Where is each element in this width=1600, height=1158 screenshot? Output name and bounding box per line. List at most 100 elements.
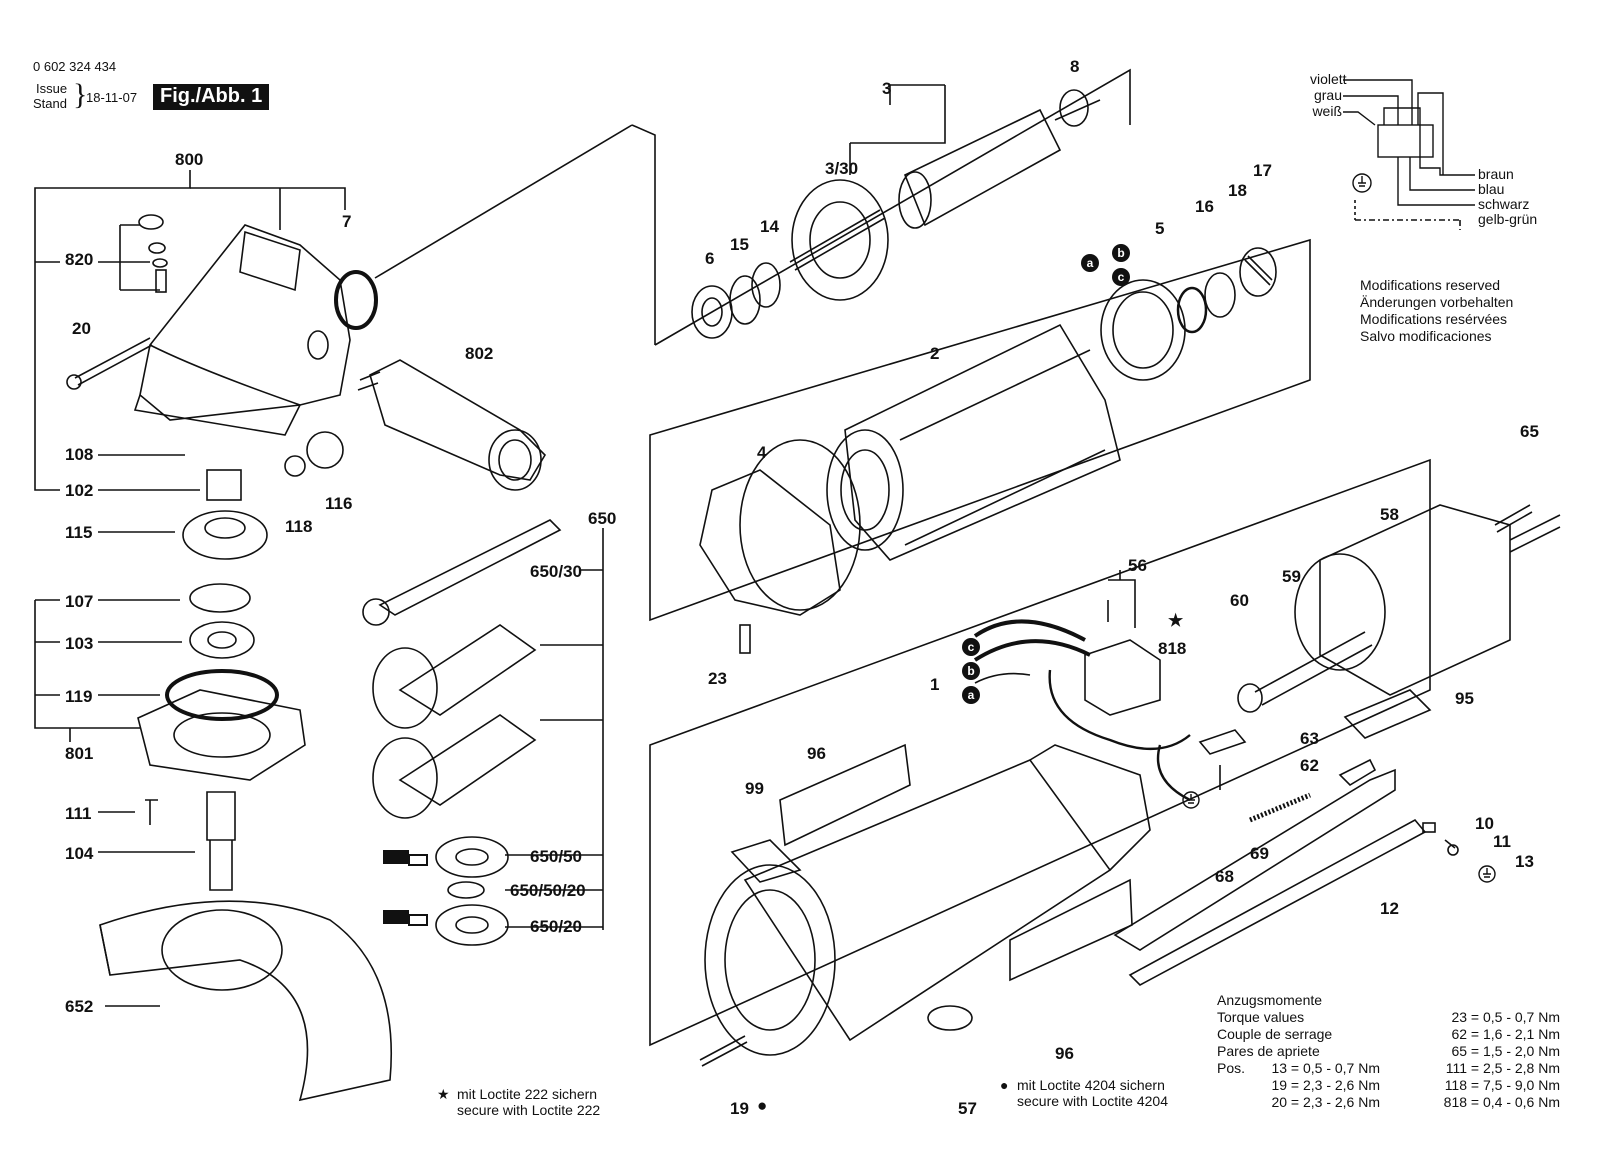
handle-housing-58 (1294, 504, 1511, 696)
label-99 (730, 839, 802, 883)
callout-650-50-20: 650/50/20 (510, 881, 586, 900)
callout-16: 16 (1195, 197, 1214, 216)
wire-label-braun: braun (1478, 166, 1514, 182)
wire-label-grau: grau (1313, 87, 1342, 103)
callout-108: 108 (65, 445, 94, 464)
wire-label-schwarz: schwarz (1478, 196, 1530, 212)
callout-104: 104 (65, 844, 94, 863)
label-96-top (779, 743, 911, 847)
armature-3 (789, 99, 1101, 301)
callout-650-50: 650/50 (530, 847, 582, 866)
modifications-es: Salvo modificaciones (1360, 328, 1492, 344)
torque-right-23: 23 = 0,5 - 0,7 Nm (1451, 1009, 1560, 1025)
o-ring-7 (334, 270, 378, 330)
callout-650-30: 650/30 (530, 562, 582, 581)
stand-label: Stand (33, 96, 67, 111)
torque-label-de: Anzugsmomente (1217, 992, 1323, 1008)
bevel-gear-115 (182, 510, 268, 560)
dot-19: ● (757, 1096, 768, 1115)
switch-56 (1084, 639, 1161, 716)
callout-99: 99 (745, 779, 764, 798)
wire-c (973, 619, 1086, 642)
callout-801: 801 (65, 744, 94, 763)
callout-3-30: 3/30 (825, 159, 859, 178)
screw-20 (74, 337, 153, 386)
callout-820: 820 (65, 250, 94, 269)
callout-802: 802 (465, 344, 494, 363)
spare-handle-1 (398, 624, 537, 716)
callout-107: 107 (65, 592, 94, 611)
callout-60: 60 (1230, 591, 1249, 610)
figure-tag: Fig./Abb. 1 (153, 84, 270, 110)
callout-2: 2 (930, 344, 940, 363)
callout-19: 19 (730, 1099, 749, 1118)
assembly-bracket-650 (505, 528, 604, 930)
wire-a (974, 672, 1031, 684)
wire-label-blau: blau (1478, 181, 1505, 197)
o-ring-119 (165, 669, 279, 721)
callout-102: 102 (65, 481, 94, 500)
torque-right-118: 118 = 7,5 - 9,0 Nm (1444, 1077, 1560, 1093)
wiring-schematic (1343, 79, 1475, 206)
callout-650-20: 650/20 (530, 917, 582, 936)
star-818: ★ (1168, 611, 1184, 630)
flange-pictogram-2 (383, 910, 409, 924)
callout-116: 116 (325, 494, 353, 513)
modifications-de: Änderungen vorbehalten (1360, 294, 1514, 310)
callout-65: 65 (1520, 422, 1539, 441)
stator-panel-frame (649, 238, 1311, 622)
wire-marker-a-top: a (1081, 254, 1099, 272)
knob-57 (927, 1005, 973, 1031)
callout-69: 69 (1250, 844, 1269, 863)
loctite-222-en: secure with Loctite 222 (457, 1102, 601, 1118)
modifications-fr: Modifications resérvées (1360, 311, 1508, 327)
spring-17 (1239, 247, 1277, 297)
callout-23: 23 (708, 669, 727, 688)
callout-18: 18 (1228, 181, 1247, 200)
callout-96-bottom: 96 (1055, 1044, 1074, 1063)
callout-59: 59 (1282, 567, 1301, 586)
callout-8: 8 (1070, 57, 1080, 76)
loctite-222-de: mit Loctite 222 sichern (457, 1086, 598, 1102)
assembly-bracket-801 (34, 600, 140, 729)
wire-marker-c-top: c (1112, 268, 1130, 286)
spindle-104 (206, 791, 236, 891)
loctite-4204-de: mit Loctite 4204 sichern (1017, 1077, 1165, 1093)
torque-label-es: Pares de apriete (1217, 1043, 1320, 1059)
spare-handle-2 (398, 714, 537, 806)
callout-118: 118 (285, 517, 313, 536)
issue-date: 18-11-07 (86, 90, 138, 105)
assembly-bracket-800-right (190, 187, 346, 210)
torque-left-20: 20 = 2,3 - 2,6 Nm (1271, 1094, 1380, 1110)
torque-right-111: 111 = 2,5 - 2,8 Nm (1445, 1060, 1560, 1076)
spring-69 (1249, 792, 1311, 823)
callout-1: 1 (930, 675, 940, 694)
callout-7: 7 (342, 212, 352, 231)
torque-pos-prefix: Pos. (1217, 1060, 1246, 1076)
callout-14: 14 (760, 217, 779, 236)
fan-guide-4 (699, 469, 841, 616)
callout-15: 15 (730, 235, 749, 254)
spanner-650-30 (378, 519, 562, 616)
wire-label-gelb-gruen: gelb-grün (1478, 211, 1538, 227)
slide-68 (1113, 768, 1396, 951)
callout-10: 10 (1475, 814, 1494, 833)
callout-95: 95 (1455, 689, 1474, 708)
callout-652: 652 (65, 997, 94, 1016)
stator-2 (826, 323, 1121, 561)
cable-59 (1254, 631, 1373, 706)
modifications-en: Modifications reserved (1360, 277, 1501, 293)
issue-label: Issue (36, 81, 68, 96)
callout-115: 115 (65, 523, 93, 542)
torque-right-65: 65 = 1,5 - 2,0 Nm (1451, 1043, 1560, 1059)
wire-marker-b-switch: b (962, 662, 980, 680)
bearing-flange-801 (137, 689, 306, 781)
flange-650-20 (435, 904, 509, 946)
wire-marker-a-switch: a (962, 686, 980, 704)
callout-96-top: 96 (807, 744, 826, 763)
star-note-symbol: ★ (437, 1086, 450, 1102)
callout-111: 111 (65, 804, 92, 823)
callout-800: 800 (175, 150, 204, 169)
issue-brace: } (73, 78, 88, 111)
